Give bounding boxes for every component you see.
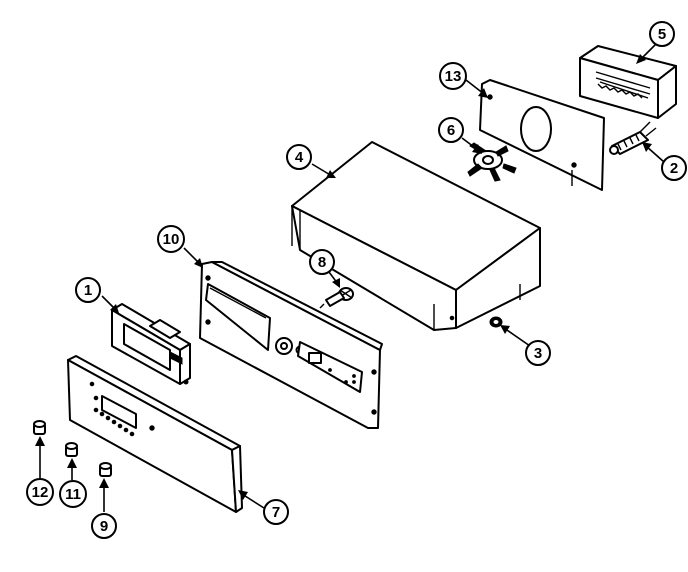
- part-1-display-module: [111, 303, 191, 385]
- callout-13: 13: [439, 62, 467, 90]
- callout-1-label: 1: [84, 282, 92, 299]
- callout-3-label: 3: [534, 345, 542, 362]
- callout-8: 8: [309, 249, 335, 275]
- part-9-knob: [99, 462, 112, 477]
- callout-10-label: 10: [163, 231, 180, 248]
- callout-10: 10: [157, 225, 185, 253]
- callout-3: 3: [525, 340, 551, 366]
- callout-4: 4: [286, 144, 312, 170]
- callout-2: 2: [661, 155, 687, 181]
- callout-12: 12: [26, 478, 54, 506]
- callout-12-label: 12: [32, 484, 49, 501]
- callout-13-label: 13: [445, 68, 462, 85]
- part-8-switch: [319, 287, 354, 309]
- callout-6: 6: [438, 117, 464, 143]
- part-6-fan: [467, 142, 517, 182]
- leader-lines: [35, 43, 665, 512]
- callout-5-label: 5: [658, 26, 666, 43]
- callout-6-label: 6: [447, 122, 455, 139]
- callout-8-label: 8: [318, 254, 326, 271]
- part-4-cover: [291, 141, 541, 331]
- part-5-end-cap: [579, 45, 677, 119]
- part-10-panel-frame: [199, 261, 383, 429]
- part-2-terminal: [609, 121, 657, 155]
- part-12-knob: [33, 420, 46, 435]
- callout-5: 5: [649, 21, 675, 47]
- part-11-knob: [65, 442, 78, 457]
- callout-9: 9: [91, 513, 117, 539]
- callout-7: 7: [263, 499, 289, 525]
- part-3-nut: [489, 316, 503, 328]
- callout-11-label: 11: [65, 486, 81, 503]
- part-7-front-panel: [67, 355, 243, 513]
- callout-1: 1: [75, 277, 101, 303]
- part-13-back-plate: [479, 79, 605, 191]
- callout-2-label: 2: [670, 160, 678, 177]
- callout-4-label: 4: [295, 149, 304, 166]
- callout-7-label: 7: [272, 504, 280, 521]
- callout-11: 11: [59, 480, 87, 508]
- callout-9-label: 9: [100, 518, 108, 535]
